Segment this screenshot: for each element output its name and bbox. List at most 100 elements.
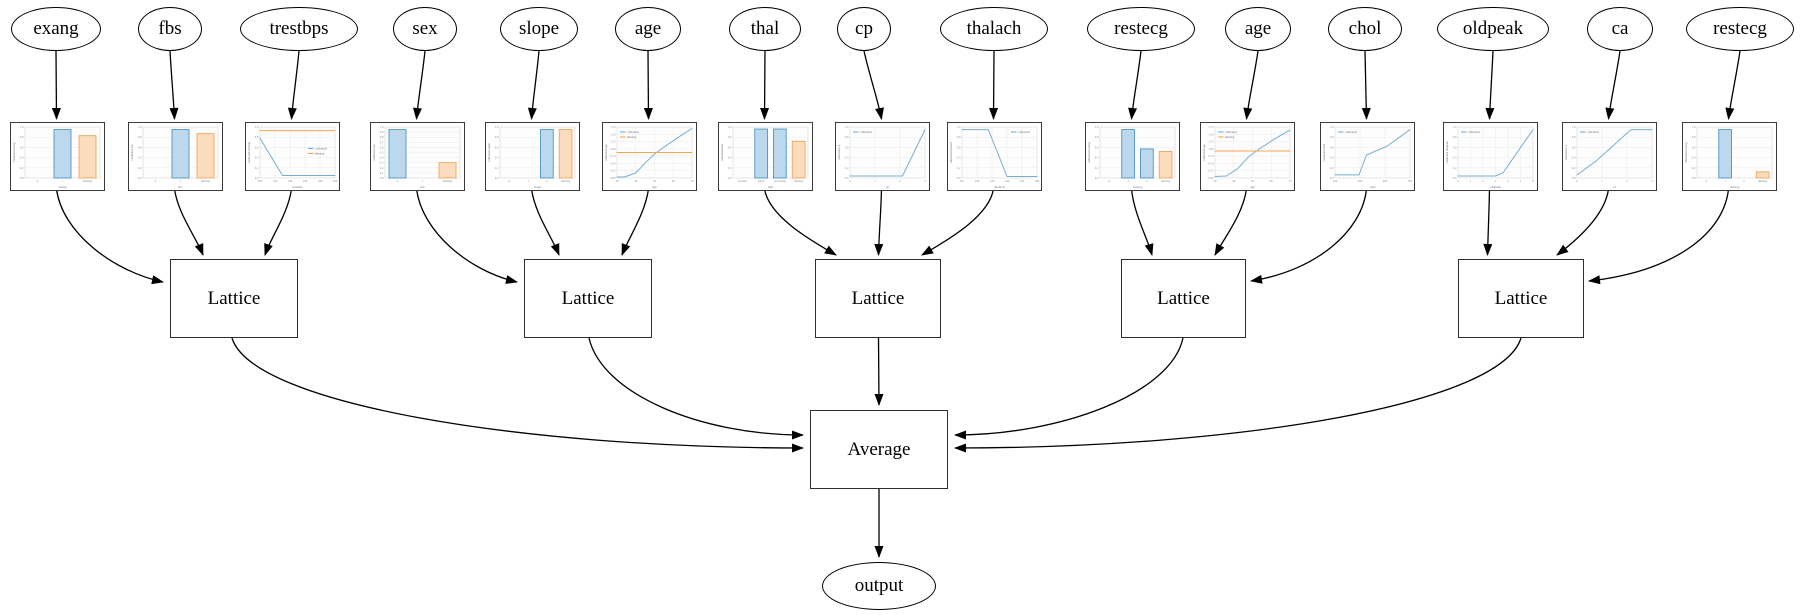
svg-text:calibrated thal: calibrated thal xyxy=(720,144,724,161)
svg-text:0.1: 0.1 xyxy=(380,171,384,175)
svg-text:0.4: 0.4 xyxy=(1330,156,1334,160)
svg-text:1.0: 1.0 xyxy=(1453,125,1457,129)
svg-text:100: 100 xyxy=(975,179,980,183)
feature-label: exang xyxy=(33,18,79,39)
svg-text:0.75: 0.75 xyxy=(610,154,616,158)
svg-text:1: 1 xyxy=(180,179,182,183)
svg-text:1: 1 xyxy=(874,179,876,183)
lattice-node-4: Lattice xyxy=(1121,259,1246,338)
svg-text:thal: thal xyxy=(768,185,773,189)
svg-text:0.50: 0.50 xyxy=(1208,161,1214,165)
svg-text:oldpeak: oldpeak xyxy=(1490,185,1501,189)
svg-text:ca: ca xyxy=(1613,185,1617,189)
feature-node-age: age xyxy=(615,7,681,51)
svg-text:calibrated: calibrated xyxy=(1018,130,1030,134)
svg-text:1.25: 1.25 xyxy=(610,140,616,144)
average-node: Average xyxy=(810,410,948,489)
svg-text:0.4: 0.4 xyxy=(255,156,259,160)
svg-text:calibrated sex: calibrated sex xyxy=(372,144,376,161)
svg-text:fixed: fixed xyxy=(758,179,765,183)
feature-label: trestbps xyxy=(269,18,329,39)
svg-text:0: 0 xyxy=(155,179,157,183)
svg-text:100: 100 xyxy=(258,179,263,183)
svg-text:calibrated age: calibrated age xyxy=(604,143,608,160)
lattice-node-5: Lattice xyxy=(1458,259,1584,338)
svg-text:0: 0 xyxy=(1706,179,1708,183)
svg-text:0.6: 0.6 xyxy=(255,145,259,149)
feature-label: thal xyxy=(750,18,780,39)
svg-text:missing: missing xyxy=(315,152,325,156)
lattice-node-2: Lattice xyxy=(524,259,652,338)
svg-text:0: 0 xyxy=(37,179,39,183)
svg-text:1.75: 1.75 xyxy=(1208,125,1214,129)
svg-text:missing: missing xyxy=(561,179,571,183)
svg-text:0.6: 0.6 xyxy=(495,145,499,149)
svg-text:200: 200 xyxy=(1333,179,1338,183)
svg-text:0.50: 0.50 xyxy=(610,161,616,165)
lattice-label: Lattice xyxy=(1157,287,1210,309)
svg-text:1: 1 xyxy=(422,179,424,183)
svg-text:0.9: 0.9 xyxy=(380,130,384,134)
svg-text:0.6: 0.6 xyxy=(20,145,24,149)
svg-text:0.2: 0.2 xyxy=(1692,166,1696,170)
svg-text:missing: missing xyxy=(83,179,93,183)
feature-label: restecg xyxy=(1713,18,1767,39)
svg-text:1: 1 xyxy=(527,179,529,183)
feature-label: oldpeak xyxy=(1462,18,1524,39)
svg-text:0.0: 0.0 xyxy=(255,176,259,180)
lattice-node-1: Lattice xyxy=(170,259,298,338)
svg-text:exang: exang xyxy=(58,185,66,189)
svg-text:0.0: 0.0 xyxy=(1692,176,1696,180)
svg-text:0: 0 xyxy=(509,179,511,183)
svg-text:0.8: 0.8 xyxy=(957,135,961,139)
feature-label: slope xyxy=(518,18,560,39)
svg-text:missing: missing xyxy=(1161,179,1171,183)
svg-text:1.0: 1.0 xyxy=(1330,125,1334,129)
svg-text:0.6: 0.6 xyxy=(1692,145,1696,149)
svg-text:140: 140 xyxy=(1005,179,1010,183)
svg-text:0.8: 0.8 xyxy=(138,135,142,139)
lattice-label: Lattice xyxy=(207,287,261,309)
svg-text:missing: missing xyxy=(627,135,637,139)
svg-text:slope: slope xyxy=(534,185,542,189)
feature-node-ca: ca xyxy=(1587,7,1653,51)
svg-text:reversible: reversible xyxy=(774,179,786,183)
svg-text:180: 180 xyxy=(1035,179,1040,183)
svg-text:calibrated thalach: calibrated thalach xyxy=(949,141,953,163)
feature-label: age xyxy=(634,18,662,39)
svg-text:0.4: 0.4 xyxy=(1453,156,1457,160)
svg-text:fbs: fbs xyxy=(178,185,183,189)
svg-text:1.0: 1.0 xyxy=(255,125,259,129)
svg-text:0.4: 0.4 xyxy=(138,156,142,160)
svg-text:0.25: 0.25 xyxy=(1208,169,1214,173)
svg-text:0.4: 0.4 xyxy=(1572,156,1576,160)
lattice-label: Lattice xyxy=(1494,287,1548,309)
svg-text:calibrated: calibrated xyxy=(1587,130,1599,134)
svg-text:1.0: 1.0 xyxy=(380,125,384,129)
svg-text:60: 60 xyxy=(672,179,676,183)
feature-label: ca xyxy=(1611,18,1629,39)
svg-text:0.8: 0.8 xyxy=(728,135,732,139)
svg-text:200: 200 xyxy=(333,179,338,183)
svg-text:3: 3 xyxy=(924,179,926,183)
svg-text:calibrated oldpeak: calibrated oldpeak xyxy=(1445,141,1449,164)
svg-text:calibrated: calibrated xyxy=(1468,130,1480,134)
svg-text:2: 2 xyxy=(1626,179,1628,183)
lattice-label: Lattice xyxy=(561,287,615,309)
svg-text:80: 80 xyxy=(961,179,965,183)
svg-text:0.8: 0.8 xyxy=(495,135,499,139)
svg-text:chol: chol xyxy=(1370,185,1376,189)
svg-text:0.2: 0.2 xyxy=(495,166,499,170)
svg-text:0: 0 xyxy=(1457,179,1459,183)
svg-text:120: 120 xyxy=(990,179,995,183)
svg-text:1.0: 1.0 xyxy=(1095,125,1099,129)
svg-text:160: 160 xyxy=(303,179,308,183)
svg-text:age: age xyxy=(652,185,657,189)
lattice-node-3: Lattice xyxy=(815,259,941,338)
svg-text:1.75: 1.75 xyxy=(610,125,616,129)
svg-text:2: 2 xyxy=(1482,179,1484,183)
